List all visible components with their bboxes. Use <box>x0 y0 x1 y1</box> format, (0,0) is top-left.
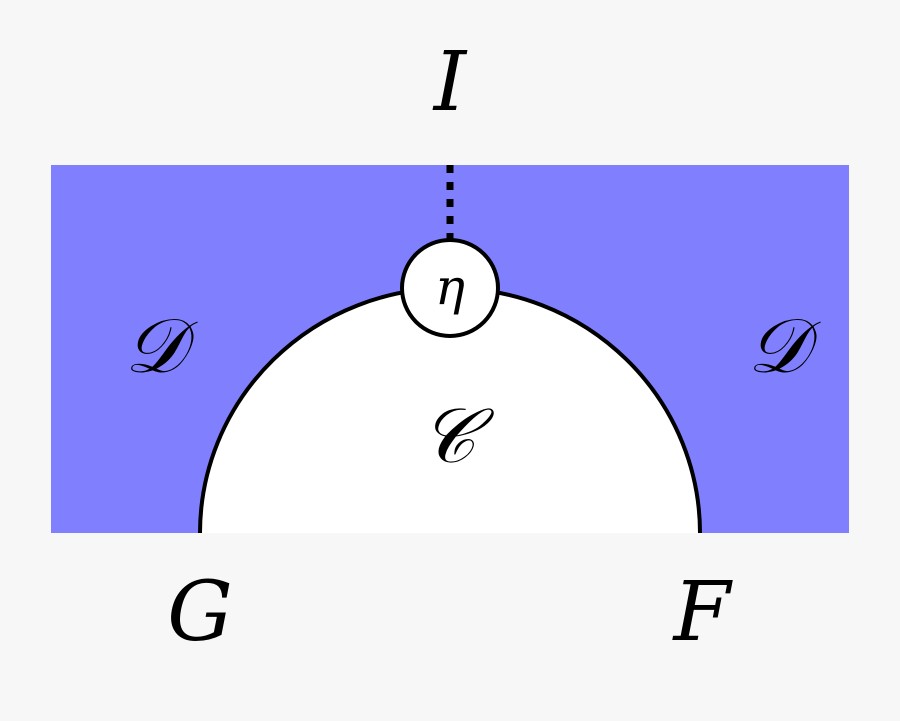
inner-region-c <box>200 288 700 533</box>
label-node-eta: η <box>435 258 465 316</box>
label-bottom-left-g: G <box>167 565 233 660</box>
label-bottom-right-f: F <box>672 565 734 660</box>
label-top-i: I <box>432 35 468 130</box>
eta-node <box>400 238 500 338</box>
